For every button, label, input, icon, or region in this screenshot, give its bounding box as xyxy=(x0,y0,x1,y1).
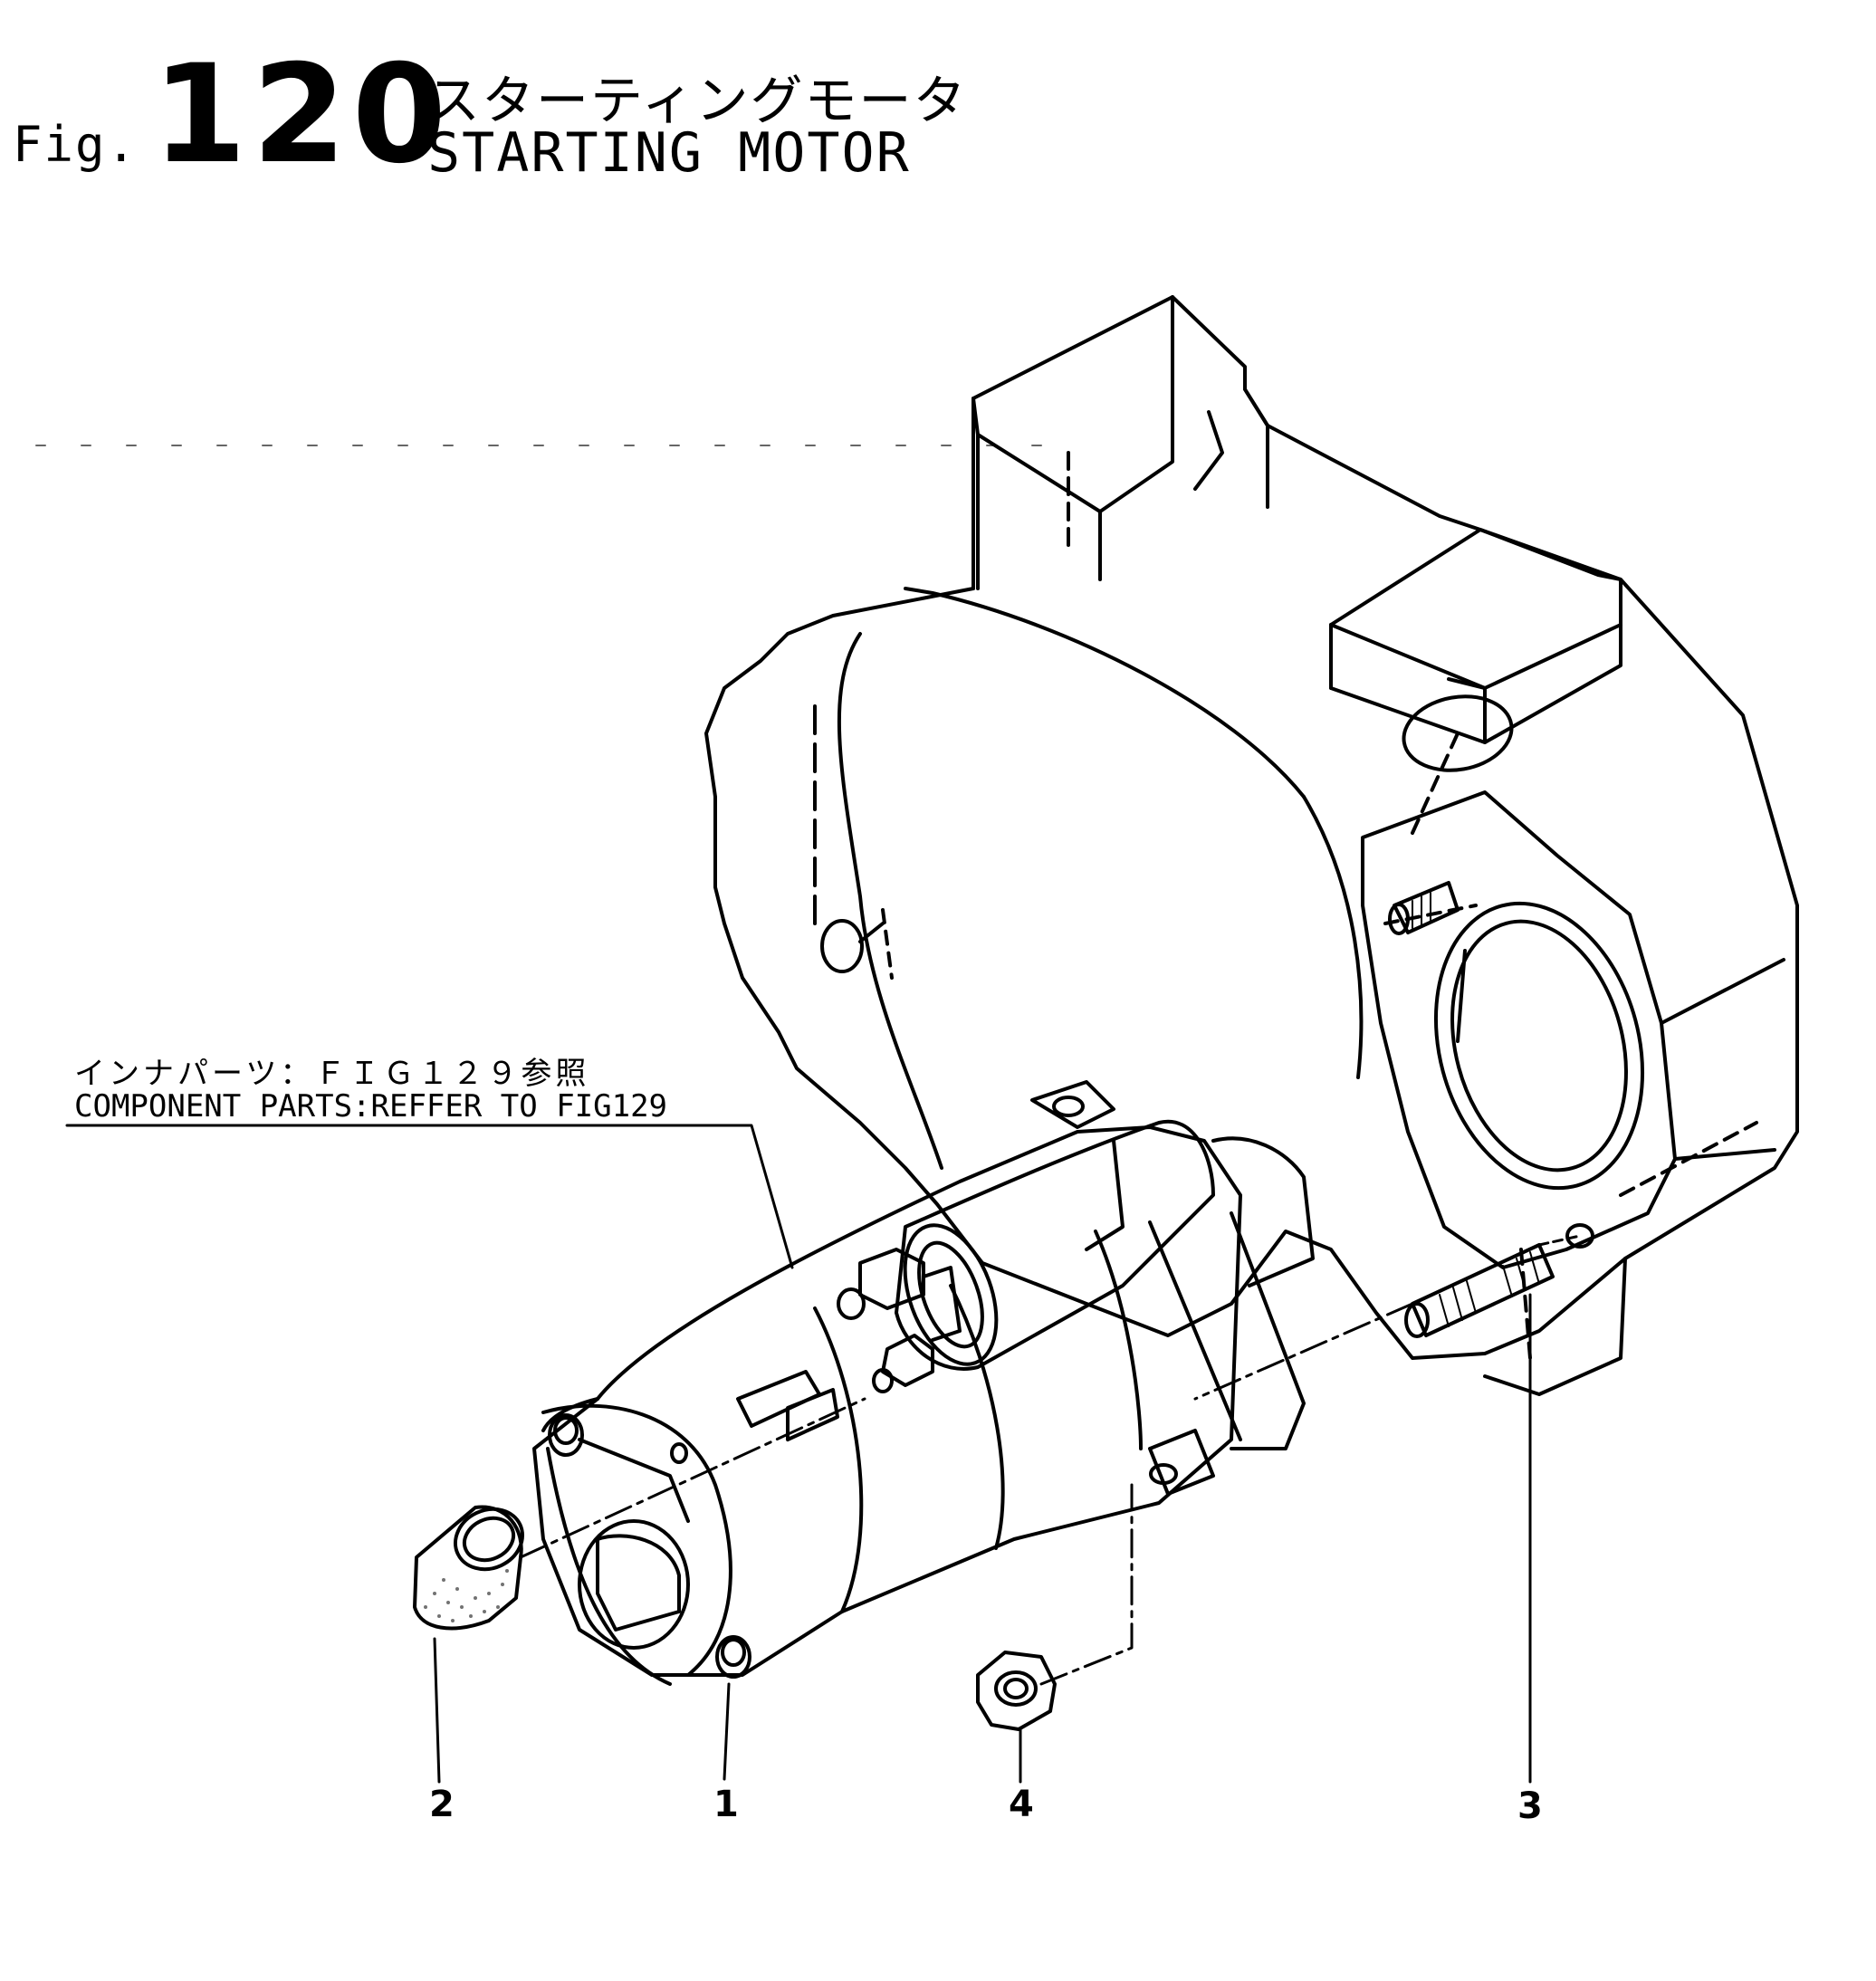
callout-2: 2 xyxy=(429,1784,455,1825)
flywheel-housing xyxy=(704,295,1799,1396)
figure-prefix: Fig. xyxy=(13,116,139,173)
component-note-english: COMPONENT PARTS:REFFER TO FIG129 xyxy=(74,1088,668,1124)
callout-1: 1 xyxy=(713,1784,739,1825)
callout-3: 3 xyxy=(1517,1785,1543,1827)
hex-nut xyxy=(976,1651,1057,1731)
motor-terminals xyxy=(837,1248,962,1393)
callout-4: 4 xyxy=(1009,1784,1034,1825)
stud-bolt xyxy=(1404,1223,1594,1338)
title-japanese: スターティングモータ xyxy=(427,70,968,131)
title-english: STARTING MOTOR xyxy=(427,121,911,185)
starting-motor xyxy=(532,1080,1315,1686)
terminal-cap xyxy=(413,1505,524,1631)
figure-number: 120 xyxy=(152,36,453,194)
component-note-japanese: インナパーツ：ＦＩＧ１２９参照 xyxy=(74,1056,590,1092)
rear-cover-bolts xyxy=(548,1413,751,1679)
leader-lines xyxy=(65,1124,1582,1784)
